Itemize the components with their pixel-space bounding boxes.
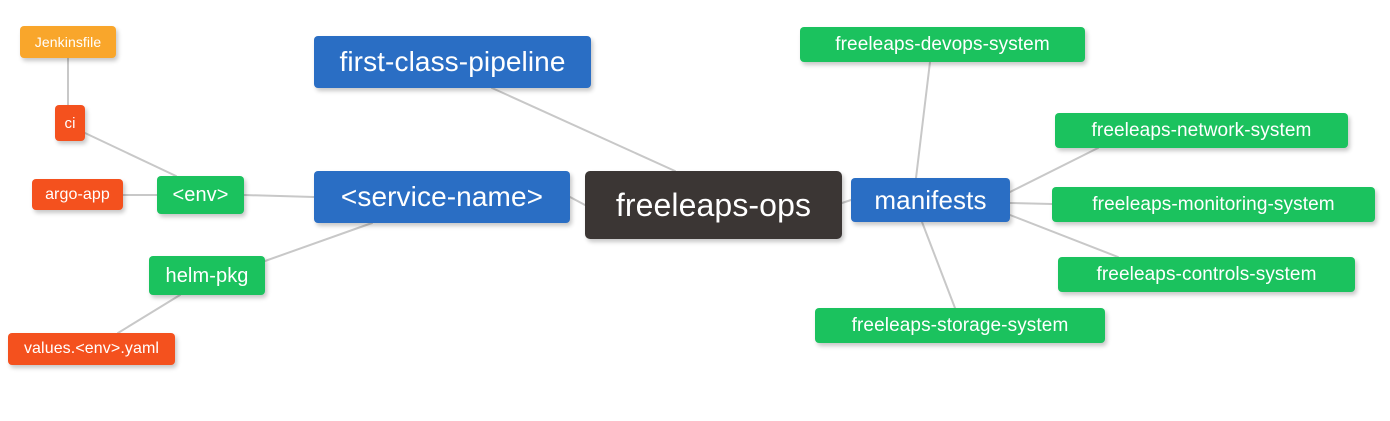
node-freeleaps-network-system[interactable]: freeleaps-network-system xyxy=(1055,113,1348,148)
edge-service-name-to-helm-pkg xyxy=(264,222,373,262)
node-freeleaps-controls-system[interactable]: freeleaps-controls-system xyxy=(1058,257,1355,292)
node-freeleaps-devops-system[interactable]: freeleaps-devops-system xyxy=(800,27,1085,62)
edge-helm-pkg-to-values-yaml xyxy=(117,294,181,334)
node-label-argo-app: argo-app xyxy=(45,185,110,203)
edge-service-name-to-env xyxy=(243,194,315,198)
node-label-freeleaps-monitoring-system: freeleaps-monitoring-system xyxy=(1092,194,1335,215)
node-freeleaps-storage-system[interactable]: freeleaps-storage-system xyxy=(815,308,1105,343)
edge-env-to-ci xyxy=(84,132,177,177)
node-freeleaps-ops[interactable]: freeleaps-ops xyxy=(585,171,842,239)
edge-manifests-to-freeleaps-devops-system xyxy=(915,61,931,179)
edge-freeleaps-ops-to-service-name xyxy=(569,196,586,206)
node-label-env: <env> xyxy=(172,184,229,206)
node-ci[interactable]: ci xyxy=(55,105,85,141)
node-label-freeleaps-devops-system: freeleaps-devops-system xyxy=(835,34,1050,55)
node-label-jenkinsfile: Jenkinsfile xyxy=(34,34,102,50)
node-label-ci: ci xyxy=(64,114,76,132)
node-label-freeleaps-ops: freeleaps-ops xyxy=(615,187,812,223)
node-label-service-name: <service-name> xyxy=(340,181,544,212)
edge-manifests-to-freeleaps-network-system xyxy=(1009,147,1099,193)
node-label-helm-pkg: helm-pkg xyxy=(165,264,249,287)
node-label-first-class-pipeline: first-class-pipeline xyxy=(339,46,566,77)
node-values-yaml[interactable]: values.<env>.yaml xyxy=(8,333,175,365)
node-label-freeleaps-controls-system: freeleaps-controls-system xyxy=(1096,264,1317,285)
node-first-class-pipeline[interactable]: first-class-pipeline xyxy=(314,36,591,88)
node-label-freeleaps-storage-system: freeleaps-storage-system xyxy=(851,315,1069,336)
node-label-freeleaps-network-system: freeleaps-network-system xyxy=(1091,120,1312,141)
node-env[interactable]: <env> xyxy=(157,176,244,214)
node-label-manifests: manifests xyxy=(874,185,987,215)
node-helm-pkg[interactable]: helm-pkg xyxy=(149,256,265,295)
node-label-values-yaml: values.<env>.yaml xyxy=(23,340,160,357)
node-argo-app[interactable]: argo-app xyxy=(32,179,123,210)
edge-freeleaps-ops-to-first-class-pipeline xyxy=(491,87,676,172)
edge-manifests-to-freeleaps-monitoring-system xyxy=(1009,202,1053,205)
node-jenkinsfile[interactable]: Jenkinsfile xyxy=(20,26,116,58)
node-manifests[interactable]: manifests xyxy=(851,178,1010,222)
edge-manifests-to-freeleaps-storage-system xyxy=(921,221,956,309)
node-freeleaps-monitoring-system[interactable]: freeleaps-monitoring-system xyxy=(1052,187,1375,222)
node-service-name[interactable]: <service-name> xyxy=(314,171,570,223)
edge-freeleaps-ops-to-manifests xyxy=(841,199,852,204)
